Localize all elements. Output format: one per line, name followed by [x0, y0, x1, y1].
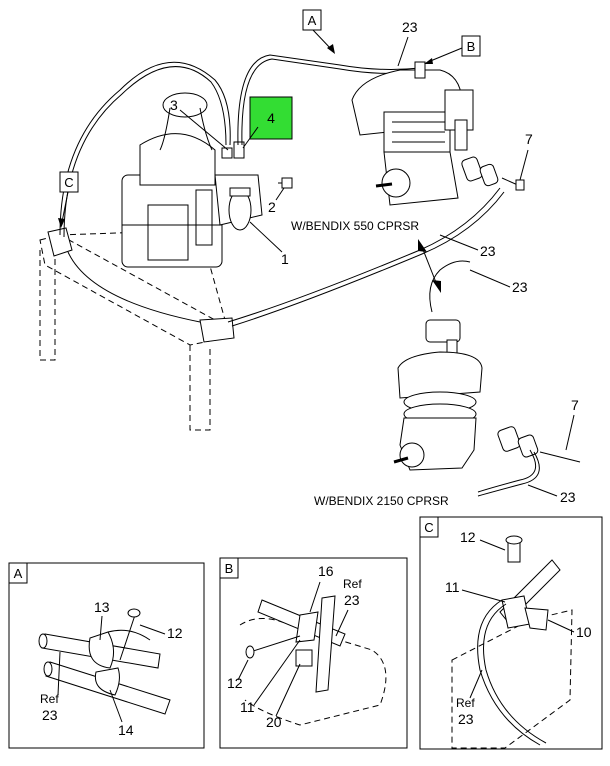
svg-text:7: 7: [525, 131, 533, 147]
detail-a-callout-ref: Ref 23: [40, 651, 61, 723]
svg-text:Ref: Ref: [40, 692, 59, 706]
svg-text:16: 16: [318, 563, 334, 579]
callout-7-lower: 7: [565, 397, 579, 451]
svg-text:13: 13: [94, 599, 110, 615]
detail-b-callout-12: 12: [227, 659, 249, 691]
bolt-2: [278, 177, 293, 189]
detail-b-callout-ref: Ref 23: [335, 577, 362, 637]
double-arrow: [418, 239, 441, 293]
svg-text:C: C: [64, 175, 73, 190]
main-view: A B C 4 3 2: [39, 9, 581, 508]
detail-b-callout-11: 11: [240, 639, 301, 715]
callout-2: 2: [268, 187, 285, 215]
svg-text:10: 10: [576, 624, 592, 640]
svg-text:14: 14: [118, 722, 134, 738]
compressor-bendix-2150: [393, 319, 483, 471]
view-ref-a: A: [302, 9, 335, 54]
svg-text:A: A: [308, 13, 317, 28]
detail-c-callout-ref: Ref 23: [456, 669, 483, 727]
detail-a-callout-13: 13: [94, 599, 110, 641]
detail-view-b: B 16 Ref 23 12 11 20: [219, 557, 408, 749]
callout-3: 3: [170, 97, 229, 151]
callout-23-top: 23: [397, 19, 418, 67]
svg-text:23: 23: [480, 243, 496, 259]
svg-text:2: 2: [268, 199, 276, 215]
air-cleaner-assembly: [121, 92, 263, 268]
svg-text:11: 11: [240, 699, 255, 715]
detail-view-a: A 13 12 Ref 23 14: [8, 562, 205, 749]
gaskets-upper: [461, 156, 525, 191]
callout-23-lower: 23: [527, 484, 576, 505]
fitting-3-4: [221, 141, 245, 159]
compressor-bendix-550: [351, 61, 474, 206]
svg-text:12: 12: [460, 529, 476, 545]
callout-7-upper: 7: [519, 131, 533, 181]
svg-text:B: B: [467, 39, 476, 54]
detail-a-callout-12: 12: [139, 624, 183, 641]
svg-text:1: 1: [281, 251, 289, 267]
svg-text:23: 23: [560, 489, 576, 505]
svg-text:Ref: Ref: [456, 696, 475, 710]
detail-a-label: A: [14, 566, 23, 581]
callout-23-hose: 23: [469, 269, 528, 295]
svg-text:23: 23: [344, 592, 360, 608]
detail-c-callout-10: 10: [547, 619, 592, 640]
gaskets-lower: [477, 426, 581, 497]
svg-text:3: 3: [170, 97, 178, 113]
detail-c-label: C: [424, 520, 433, 535]
svg-text:20: 20: [266, 714, 282, 730]
detail-view-c: C 12 11 10 Ref 23: [419, 516, 603, 750]
detail-c-callout-12: 12: [460, 529, 506, 551]
svg-text:23: 23: [458, 711, 474, 727]
svg-text:23: 23: [42, 707, 58, 723]
caption-bendix-550: W/BENDIX 550 CPRSR: [291, 219, 419, 233]
svg-text:7: 7: [571, 397, 579, 413]
svg-text:12: 12: [167, 625, 183, 641]
detail-b-label: B: [225, 561, 234, 576]
svg-text:12: 12: [227, 675, 243, 691]
detail-b-callout-16: 16: [309, 563, 334, 613]
callout-1: 1: [249, 221, 289, 267]
svg-text:23: 23: [512, 279, 528, 295]
highlight-callout-4[interactable]: 4: [242, 96, 293, 149]
detail-a-callout-14: 14: [109, 689, 134, 738]
svg-text:4: 4: [267, 110, 275, 126]
view-ref-c: C: [58, 171, 79, 228]
tubing-23: [59, 54, 505, 327]
detail-c-callout-11: 11: [445, 579, 506, 603]
svg-text:11: 11: [445, 579, 460, 595]
svg-text:Ref: Ref: [343, 577, 362, 591]
callout-23-mid: 23: [439, 234, 496, 259]
view-ref-b: B: [424, 35, 481, 64]
caption-bendix-2150: W/BENDIX 2150 CPRSR: [314, 494, 449, 508]
svg-text:23: 23: [402, 19, 418, 35]
detail-b-callout-20: 20: [266, 663, 301, 730]
